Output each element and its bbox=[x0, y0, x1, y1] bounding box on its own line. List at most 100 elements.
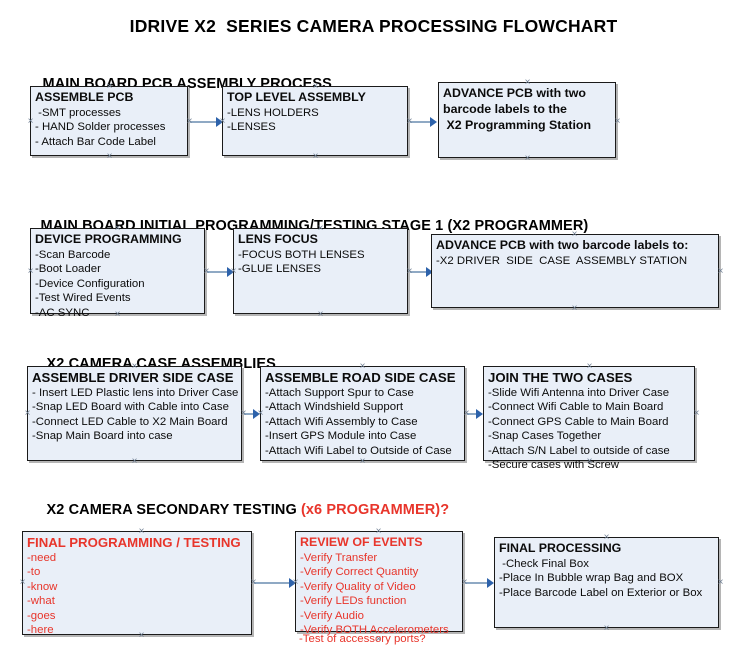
connector-line bbox=[207, 271, 229, 273]
flow-box-line: -Test Wired Events bbox=[35, 292, 131, 305]
connection-point-top[interactable] bbox=[570, 230, 579, 239]
flow-box-line: -Snap Main Board into case bbox=[32, 430, 173, 443]
connection-point-right[interactable] bbox=[202, 267, 211, 276]
section-heading-accent-text: (x6 PROGRAMMER)? bbox=[300, 502, 450, 518]
connector-arrowhead-icon bbox=[476, 409, 483, 419]
connection-point-bottom[interactable] bbox=[113, 310, 122, 319]
connection-point-top[interactable] bbox=[105, 82, 114, 91]
connection-point-bottom[interactable] bbox=[311, 152, 320, 161]
connection-point-top[interactable] bbox=[523, 78, 532, 87]
flow-box-title: ASSEMBLE ROAD SIDE CASE bbox=[265, 370, 456, 385]
flow-box-line: -Attach S/N Label to outside of case bbox=[488, 444, 670, 457]
connection-point-top[interactable] bbox=[137, 527, 146, 536]
flow-box-advance-pcb-to-driver-side-case-assembly-station[interactable]: ADVANCE PCB with two barcode labels to: … bbox=[431, 234, 719, 308]
flow-box-advance-pcb-to-x2-programming-station[interactable]: ADVANCE PCB with two barcode labels to t… bbox=[438, 82, 616, 158]
flow-box-line: - HAND Solder processes bbox=[35, 121, 166, 134]
connection-point-right[interactable] bbox=[185, 117, 194, 126]
flow-box-line: -Verify Quality of Video bbox=[300, 580, 416, 593]
flow-box-line: -GLUE LENSES bbox=[238, 263, 321, 276]
flow-box-line: -Connect GPS Cable to Main Board bbox=[488, 415, 669, 428]
flow-box-final-programming-testing[interactable]: FINAL PROGRAMMING / TESTING -need -to -k… bbox=[22, 531, 252, 636]
flow-box-line: -what bbox=[27, 595, 55, 608]
connection-point-top[interactable] bbox=[113, 224, 122, 233]
flow-box-title: LENS FOCUS bbox=[238, 232, 318, 246]
flow-box-line: - Attach Bar Code Label bbox=[35, 135, 156, 148]
connection-point-right[interactable] bbox=[462, 409, 471, 418]
flow-box-line: -AC SYNC bbox=[35, 306, 90, 319]
connection-point-left[interactable] bbox=[26, 117, 35, 126]
connection-point-left[interactable] bbox=[291, 578, 300, 587]
flow-box-assemble-driver-side-case[interactable]: ASSEMBLE DRIVER SIDE CASE - Insert LED P… bbox=[27, 366, 242, 461]
connection-point-bottom[interactable] bbox=[316, 310, 325, 319]
connector-arrowhead-icon bbox=[426, 267, 433, 277]
flow-box-line: -Verify Correct Quantity bbox=[300, 566, 419, 579]
connection-point-left[interactable] bbox=[26, 267, 35, 276]
connection-point-right[interactable] bbox=[405, 117, 414, 126]
connection-point-bottom[interactable] bbox=[374, 635, 383, 644]
flow-box-line: -X2 DRIVER SIDE CASE ASSEMBLY STATION bbox=[436, 255, 688, 267]
flow-box-line: -Attach Wifi Assembly to Case bbox=[265, 415, 418, 428]
flow-box-title: ADVANCE PCB with two bbox=[443, 86, 586, 100]
flow-box-assemble-road-side-case[interactable]: ASSEMBLE ROAD SIDE CASE -Attach Support … bbox=[260, 366, 465, 461]
flow-box-line: -Verify Transfer bbox=[300, 552, 378, 564]
flow-box-title: FINAL PROCESSING bbox=[499, 541, 622, 555]
connection-point-bottom[interactable] bbox=[523, 154, 532, 163]
connection-point-right[interactable] bbox=[249, 578, 258, 587]
connection-point-bottom[interactable] bbox=[105, 152, 114, 161]
flow-box-title: ADVANCE PCB with two barcode labels to: bbox=[436, 238, 689, 252]
connection-point-left[interactable] bbox=[218, 117, 227, 126]
connection-point-left[interactable] bbox=[23, 409, 32, 418]
connection-point-left[interactable] bbox=[256, 409, 265, 418]
connection-point-right[interactable] bbox=[405, 267, 414, 276]
flow-box-line: -Attach Windshield Support bbox=[265, 401, 404, 414]
connector-line bbox=[465, 582, 490, 584]
flow-box-top-level-assembly[interactable]: TOP LEVEL ASSEMBLY -LENS HOLDERS -LENSES bbox=[222, 86, 408, 156]
flow-box-final-processing[interactable]: FINAL PROCESSING -Check Final Box -Place… bbox=[494, 537, 719, 628]
flow-box-line: -Secure cases with Screw bbox=[488, 459, 620, 472]
flow-box-line: -Check Final Box bbox=[499, 558, 589, 570]
connection-point-left[interactable] bbox=[18, 578, 27, 587]
flow-box-line: -Connect Wifi Cable to Main Board bbox=[488, 401, 664, 414]
connection-point-bottom[interactable] bbox=[585, 457, 594, 466]
connector-line bbox=[410, 121, 432, 123]
connection-point-top[interactable] bbox=[130, 362, 139, 371]
flow-box-assemble-pcb[interactable]: ASSEMBLE PCB -SMT processes - HAND Solde… bbox=[30, 86, 188, 156]
connector-line bbox=[244, 413, 256, 415]
flow-box-review-of-events[interactable]: REVIEW OF EVENTS -Verify Transfer -Verif… bbox=[295, 531, 463, 636]
connection-point-right[interactable] bbox=[716, 578, 725, 587]
flow-box-line: -Scan Barcode bbox=[35, 249, 111, 261]
flow-box-device-programming[interactable]: DEVICE PROGRAMMING -Scan Barcode -Boot L… bbox=[30, 228, 205, 319]
connection-point-bottom[interactable] bbox=[358, 457, 367, 466]
flow-box-join-the-two-cases[interactable]: JOIN THE TWO CASES -Slide Wifi Antenna i… bbox=[483, 366, 695, 471]
flow-box-line: -Verify Audio bbox=[300, 609, 364, 622]
connection-point-top[interactable] bbox=[316, 224, 325, 233]
connection-point-top[interactable] bbox=[602, 533, 611, 542]
flow-box-line: -Connect LED Cable to X2 Main Board bbox=[32, 415, 228, 428]
section-heading-x2-camera-secondary-testing: X2 CAMERA SECONDARY TESTING (x6 PROGRAMM… bbox=[30, 486, 450, 534]
connector-line bbox=[190, 121, 218, 123]
connection-point-bottom[interactable] bbox=[130, 457, 139, 466]
flow-box-overflow-line: -Test of accessory ports? bbox=[299, 633, 426, 645]
connection-point-bottom[interactable] bbox=[602, 624, 611, 633]
connection-point-right[interactable] bbox=[460, 578, 469, 587]
connection-point-bottom[interactable] bbox=[137, 631, 146, 640]
flow-box-line: - Insert LED Plastic lens into Driver Ca… bbox=[32, 387, 239, 399]
flow-box-line: -Attach Support Spur to Case bbox=[265, 387, 414, 399]
connection-point-top[interactable] bbox=[358, 362, 367, 371]
connection-point-top[interactable] bbox=[585, 362, 594, 371]
connection-point-right[interactable] bbox=[716, 267, 725, 276]
connection-point-right[interactable] bbox=[239, 409, 248, 418]
connection-point-right[interactable] bbox=[692, 409, 701, 418]
connection-point-right[interactable] bbox=[613, 117, 622, 126]
connection-point-top[interactable] bbox=[311, 82, 320, 91]
connection-point-top[interactable] bbox=[374, 527, 383, 536]
flow-box-line: -Verify BOTH Accelerometers bbox=[300, 624, 449, 637]
flow-box-lens-focus[interactable]: LENS FOCUS -FOCUS BOTH LENSES -GLUE LENS… bbox=[233, 228, 408, 314]
connection-point-bottom[interactable] bbox=[570, 304, 579, 313]
flow-box-line: -SMT processes bbox=[35, 107, 121, 119]
flow-box-line: -Attach Wifi Label to Outside of Case bbox=[265, 444, 452, 457]
flow-box-title-line2: barcode labels to the bbox=[443, 102, 567, 116]
connector-line bbox=[467, 413, 479, 415]
connection-point-left[interactable] bbox=[229, 267, 238, 276]
